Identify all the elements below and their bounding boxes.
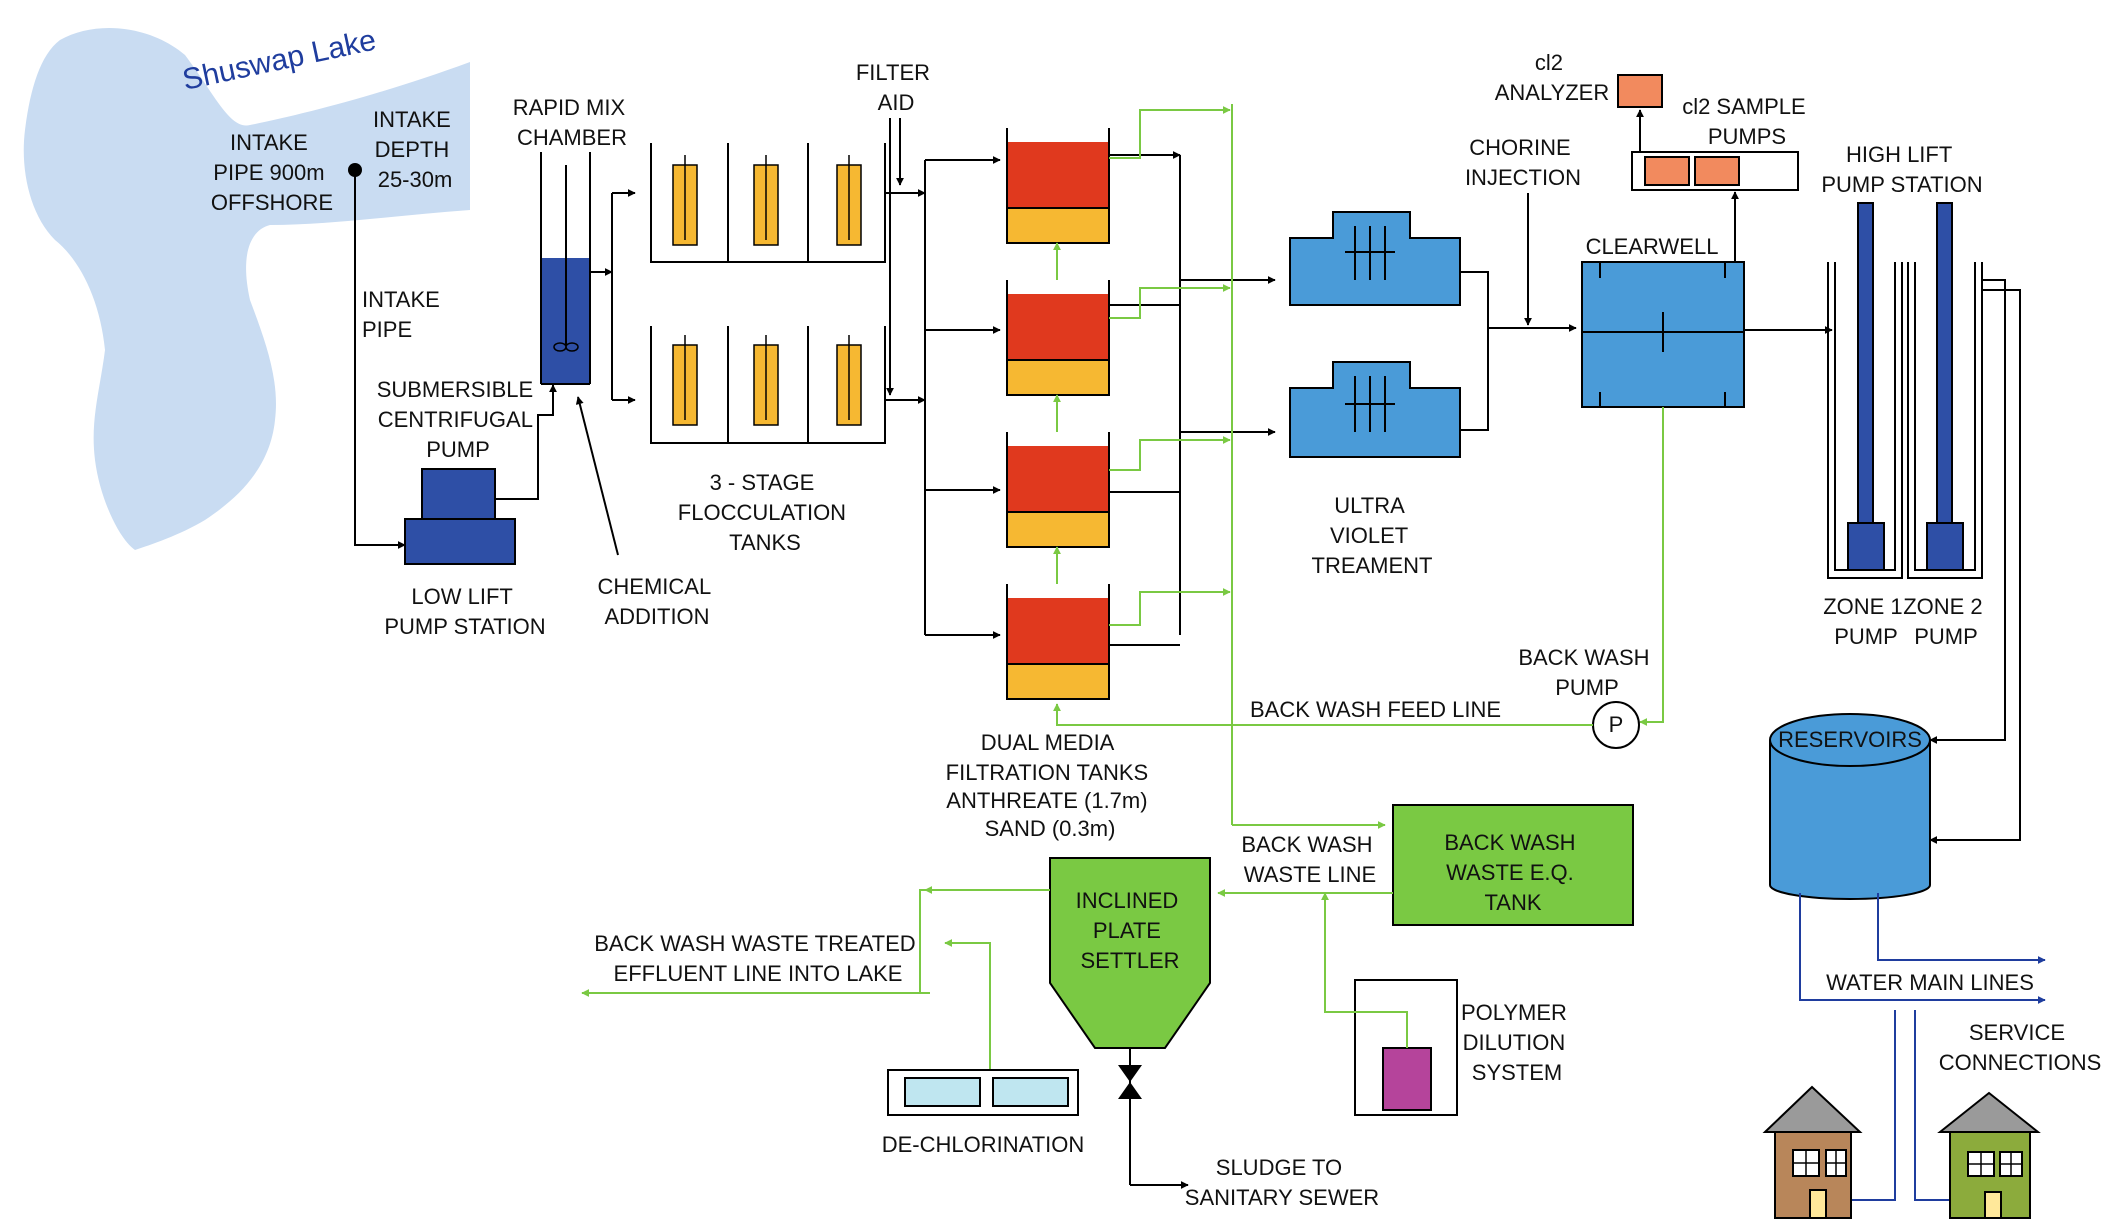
- zone-1-pump: [1827, 202, 1903, 579]
- zone1-label: ZONE 1 PUMP: [1823, 594, 1909, 649]
- zone2-label: ZONE 2 PUMP: [1903, 594, 1989, 649]
- flocculation-train-lower: [650, 326, 886, 444]
- dechlor-return: [944, 939, 991, 1070]
- treated-effluent-label: BACK WASH WASTE TREATED EFFLUENT LINE IN…: [594, 931, 922, 986]
- polymer-label: POLYMER DILUTION SYSTEM: [1461, 1000, 1573, 1085]
- reservoir-top: [1769, 713, 1931, 767]
- rapid-mix-label: RAPID MIX CHAMBER: [513, 95, 632, 150]
- house-2-icon: [1937, 1091, 2041, 1219]
- pump-symbol-label: P: [1609, 712, 1624, 737]
- settler-overflow-line: [919, 889, 1050, 993]
- water-main-line-b: [1799, 893, 2046, 1004]
- backwash-supply-line: [1639, 407, 1664, 726]
- water-main-line-a: [1877, 893, 2046, 964]
- dechlorination-label: DE-CHLORINATION: [882, 1132, 1085, 1157]
- low-lift-label: LOW LIFT PUMP STATION: [384, 584, 545, 639]
- service-line-1: [1852, 1010, 1896, 1201]
- filter-aid-label: FILTER AID: [856, 60, 936, 115]
- intake-pipe-offshore-label: INTAKE PIPE 900m OFFSHORE: [211, 130, 333, 215]
- house-1-icon: [1762, 1085, 1863, 1219]
- high-lift-label: HIGH LIFT PUMP STATION: [1821, 142, 1982, 197]
- uv-label: ULTRA VIOLET TREAMENT: [1312, 493, 1433, 578]
- filtered-water-outlets: [1109, 151, 1276, 646]
- reservoir-tank: [1769, 740, 1931, 900]
- reservoirs-label: RESERVOIRS: [1778, 727, 1922, 752]
- dual-media-label: DUAL MEDIA FILTRATION TANKS ANTHREATE (1…: [946, 730, 1155, 841]
- shuswap-lake: [23, 28, 470, 550]
- clearwell-label: CLEARWELL: [1586, 234, 1719, 259]
- backwash-waste-collectors: [1109, 104, 1386, 829]
- zone2-discharge: [1929, 279, 2006, 744]
- water-main-lines-label: WATER MAIN LINES: [1826, 970, 2034, 995]
- back-wash-waste-line-label: BACK WASH WASTE LINE: [1241, 832, 1378, 887]
- back-wash-pump-label: BACK WASH PUMP: [1518, 645, 1655, 700]
- cl2-sample-pump-2: [1694, 156, 1740, 186]
- sludge-valve-icon: [1118, 1065, 1142, 1099]
- uv-outlet-upper: [1460, 271, 1489, 328]
- pump-motor: [421, 468, 496, 520]
- cl2-sample-pump-1: [1644, 156, 1690, 186]
- chemical-addition-pointer: [575, 396, 619, 556]
- intake-pipe-line: [354, 170, 406, 549]
- uv-reactor-lower: [1289, 361, 1461, 458]
- service-line-2: [1914, 1010, 1950, 1201]
- filter-tank-1: [1006, 128, 1110, 244]
- low-lift-pump-base: [404, 518, 516, 565]
- pump-discharge-line: [495, 384, 557, 500]
- uv-reactor-upper: [1289, 211, 1461, 306]
- sludge-label: SLUDGE TO SANITARY SEWER: [1185, 1155, 1379, 1210]
- dechlor-cell-1: [904, 1077, 981, 1107]
- cl2-sample-pumps-label: cl2 SAMPLE PUMPS: [1682, 94, 1812, 149]
- flocculation-train-upper: [650, 143, 886, 263]
- service-connections-label: SERVICE CONNECTIONS: [1939, 1020, 2102, 1075]
- cl2-analyzer: [1617, 74, 1663, 108]
- back-wash-feed-line-label: BACK WASH FEED LINE: [1250, 697, 1501, 722]
- chlorine-injection-label: CHORINE INJECTION: [1465, 135, 1581, 190]
- chemical-addition-label: CHEMICAL ADDITION: [598, 574, 717, 629]
- back-wash-feed-line: [1053, 703, 1593, 726]
- zone1-discharge: [1929, 289, 2021, 844]
- submersible-pump-label: SUBMERSIBLE CENTRIFUGAL PUMP: [377, 377, 540, 462]
- inclined-plate-settler: [1049, 857, 1211, 1049]
- polymer-tank: [1382, 1047, 1432, 1111]
- intake-pipe-label: INTAKE PIPE: [362, 287, 446, 342]
- filter-tank-3: [1006, 432, 1110, 548]
- lake-name: Shuswap Lake: [180, 24, 379, 97]
- dechlor-cell-2: [992, 1077, 1069, 1107]
- mixer-impeller-icon: [565, 342, 579, 352]
- cl2-analyzer-label: cl2 ANALYZER: [1495, 50, 1610, 105]
- filter-tank-4: [1006, 584, 1110, 700]
- back-wash-eq-tank-label: BACK WASH WASTE E.Q. TANK: [1444, 830, 1581, 915]
- filter-tank-2: [1006, 280, 1110, 396]
- inclined-plate-settler-label: INCLINED PLATE SETTLER: [1076, 888, 1185, 973]
- intake-depth-label: INTAKE DEPTH 25-30m: [373, 107, 457, 192]
- flocculation-label: 3 - STAGE FLOCCULATION TANKS: [678, 470, 852, 555]
- polymer-feed-line: [1321, 892, 1408, 1048]
- back-wash-eq-tank: [1392, 804, 1634, 926]
- zone-2-pump: [1907, 202, 1983, 579]
- uv-outlet-lower: [1460, 328, 1489, 431]
